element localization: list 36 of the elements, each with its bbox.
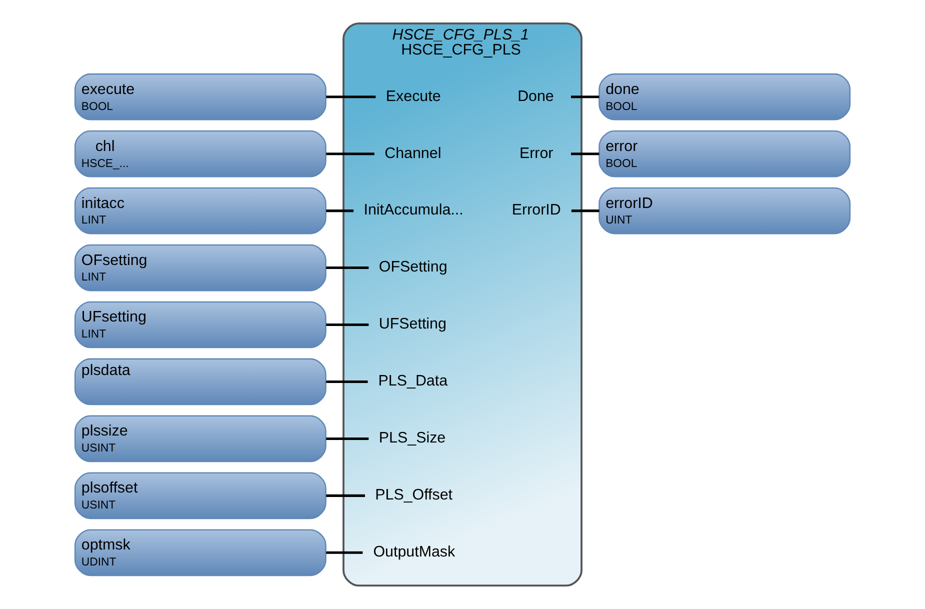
node-box: chl HSCE_... (74, 130, 326, 178)
node-text: OutputMask (373, 544, 456, 561)
node-text: PLS_Offset (375, 486, 453, 504)
node-box: plsoffset USINT (74, 472, 326, 520)
node-box: plsdata (74, 358, 326, 406)
connector (326, 380, 368, 383)
node-box: errorID UINT (598, 187, 851, 234)
node-text: ErrorID (512, 202, 561, 219)
node-text: UFSetting (378, 316, 446, 333)
connector (326, 96, 376, 98)
connector (571, 152, 600, 156)
node-box: done BOOL (598, 73, 851, 120)
node-text: Channel (384, 144, 442, 162)
node-box: plssize USINT (74, 415, 326, 462)
node-text: Error (519, 144, 554, 162)
connector (571, 210, 600, 212)
connector (571, 96, 600, 98)
node-box: error BOOL (598, 130, 851, 178)
node-text: OFSetting (378, 258, 448, 276)
node-box: initacc LINT (74, 187, 326, 234)
node-text: Done (518, 88, 554, 105)
connector (326, 152, 374, 156)
node-text: PLS_Size (378, 430, 446, 447)
node-box: OFsetting LINT (74, 244, 326, 292)
connector (326, 324, 369, 326)
connector (326, 210, 354, 212)
node-text: InitAccumula... (364, 202, 464, 219)
node-box: optmsk UDINT (74, 529, 326, 576)
connector (326, 551, 363, 554)
connector (326, 266, 369, 270)
node-text: PLS_Data (378, 372, 448, 390)
connector (326, 437, 369, 440)
node-text: Execute (386, 88, 441, 105)
node-box: execute BOOL (74, 73, 326, 120)
connector (326, 494, 365, 497)
node-box: UFsetting LINT (74, 301, 326, 348)
